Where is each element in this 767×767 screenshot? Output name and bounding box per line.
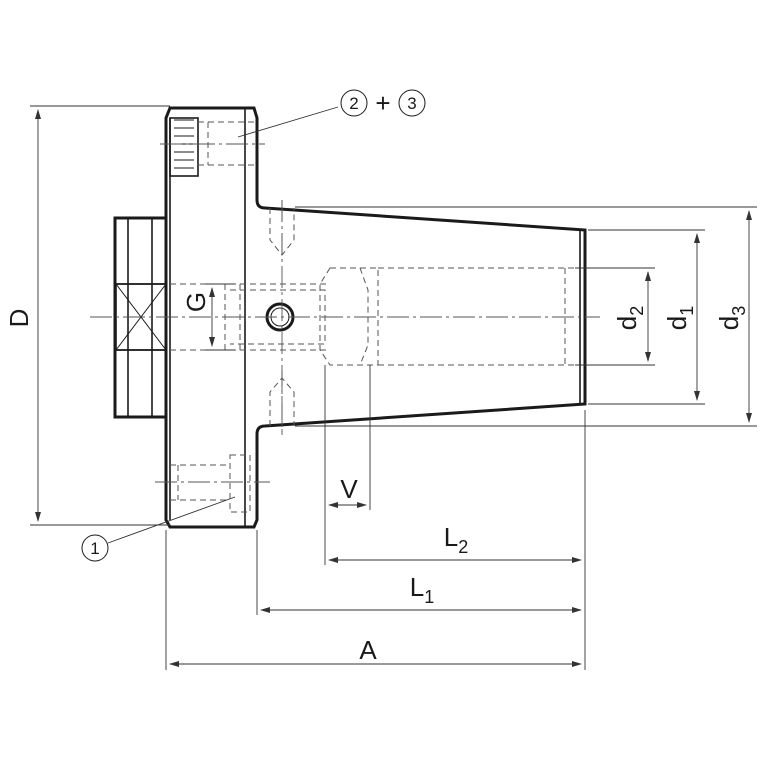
label-d1: d1: [662, 306, 697, 330]
callout-1-circle: [81, 534, 109, 562]
clamping-nut: [113, 216, 166, 419]
label-d3: d3: [714, 306, 749, 330]
tool-holder-body: [90, 106, 600, 529]
label-G: G: [181, 292, 211, 312]
callout-2-circle: [340, 89, 368, 117]
callout-3-circle: [398, 89, 426, 117]
label-A: A: [359, 635, 377, 665]
label-V: V: [340, 474, 358, 504]
svg-text:d1: d1: [662, 306, 697, 330]
screw-top-thread: [174, 119, 194, 169]
label-d2: d2: [612, 306, 647, 330]
flange: [164, 106, 587, 529]
callout-3-text: 3: [407, 94, 416, 113]
callout-plus: +: [375, 88, 390, 118]
callout-2-text: 2: [349, 94, 358, 113]
label-L2: L2: [444, 522, 468, 557]
screw-top-left: [169, 117, 199, 177]
dimension-labels: D G d2 d1 d3 V L2 L1 A: [4, 292, 749, 665]
label-L1: L1: [410, 572, 434, 607]
svg-text:d2: d2: [612, 306, 647, 330]
callout-1-text: 1: [90, 539, 99, 558]
dimensions: [30, 105, 757, 670]
label-D: D: [4, 309, 34, 328]
callouts: 2 + 3 1: [81, 88, 426, 562]
svg-text:d3: d3: [714, 306, 749, 330]
